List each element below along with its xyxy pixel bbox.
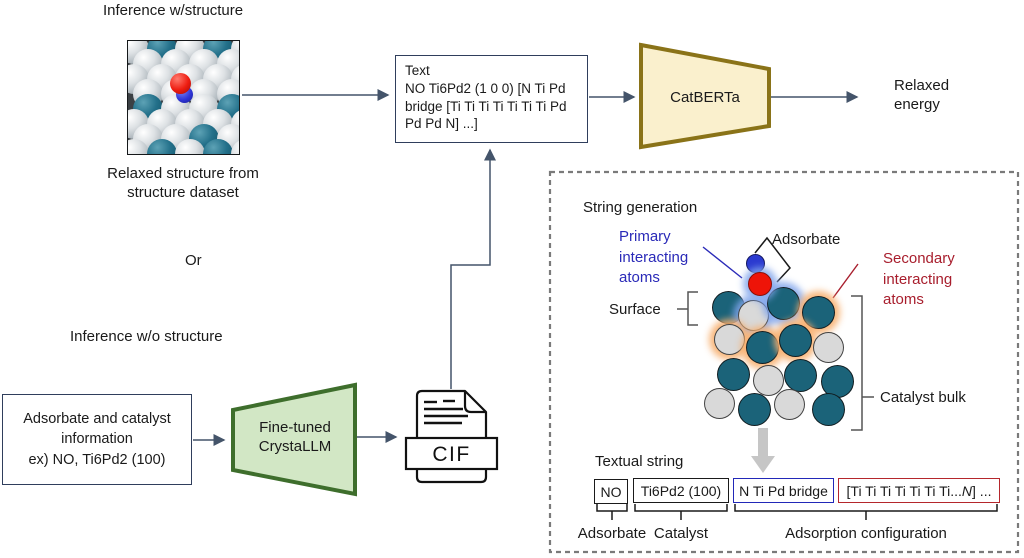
token-secondary-italic-n: N (961, 482, 973, 499)
inference-without-structure-title: Inference w/o structure (70, 328, 223, 345)
adsorption-configuration-label: Adsorption configuration (785, 525, 947, 542)
relaxed-energy-label: Relaxed energy (894, 77, 950, 114)
catalyst-bulk-label: Catalyst bulk (880, 389, 966, 406)
adsorbate-bracket (754, 236, 791, 283)
text-box-title: Text (405, 63, 430, 78)
gray-sphere (231, 139, 239, 154)
secondary-pointer-line (832, 263, 859, 299)
teal-sphere (203, 139, 233, 154)
string-generation-title: String generation (583, 199, 698, 216)
text-representation-box: Text NO Ti6Pd2 (1 0 0) [N Ti Pd bridge [… (395, 55, 588, 143)
token-secondary-config: [Ti Ti Ti Ti Ti Ti Ti... N] ... (838, 478, 1000, 503)
catalyst-underbrace (634, 504, 728, 520)
cif-file-icon (404, 389, 499, 484)
token-secondary-pre: [Ti Ti Ti Ti Ti Ti Ti... (846, 482, 962, 499)
structure-caption: Relaxed structure from structure dataset (107, 165, 259, 202)
primary-interacting-atoms-label: Primary interacting atoms (619, 228, 689, 287)
catalyst-bulk-bracket (851, 295, 874, 431)
cif-label: CIF (432, 442, 471, 466)
token-primary-config: N Ti Pd bridge (733, 478, 834, 503)
crystallm-trapezoid (231, 382, 357, 497)
adsorbate-bottom-label: Adsorbate (577, 525, 647, 542)
textual-string-label: Textual string (595, 453, 684, 470)
text-box-body: NO Ti6Pd2 (1 0 0) [N Ti Pd bridge [Ti Ti… (405, 80, 567, 132)
structure-image (127, 40, 240, 155)
inference-with-structure-title: Inference w/structure (103, 2, 244, 19)
adsorbate-underbrace (596, 504, 628, 520)
gray-sphere (128, 139, 149, 154)
surface-bracket (677, 291, 698, 326)
adsorbate-label: Adsorbate (772, 231, 841, 248)
surface-label: Surface (609, 301, 661, 318)
down-arrow-head (751, 456, 775, 473)
catberta-label: CatBERTa (670, 89, 740, 106)
primary-pointer-line (702, 246, 743, 279)
token-secondary-post: ] ... (972, 482, 992, 499)
secondary-interacting-atoms-label: Secondary interacting atoms (883, 250, 955, 309)
gray-sphere (175, 139, 205, 154)
token-adsorbate: NO (594, 479, 628, 504)
arrow-cif-to-text (450, 148, 496, 389)
token-catalyst: Ti6Pd2 (100) (633, 478, 729, 503)
adsorbate-catalyst-info-box: Adsorbate and catalyst information ex) N… (2, 394, 192, 485)
crystallm-label: Fine-tuned CrystaLLM (258, 419, 332, 456)
red-adsorbate-sphere (169, 72, 191, 94)
catalyst-bottom-label: Catalyst (653, 525, 709, 542)
catberta-trapezoid (639, 42, 771, 150)
teal-sphere (147, 139, 177, 154)
adsorption-configuration-underbrace (734, 504, 998, 520)
string-generation-panel-border (548, 170, 1020, 554)
or-label: Or (185, 252, 202, 269)
